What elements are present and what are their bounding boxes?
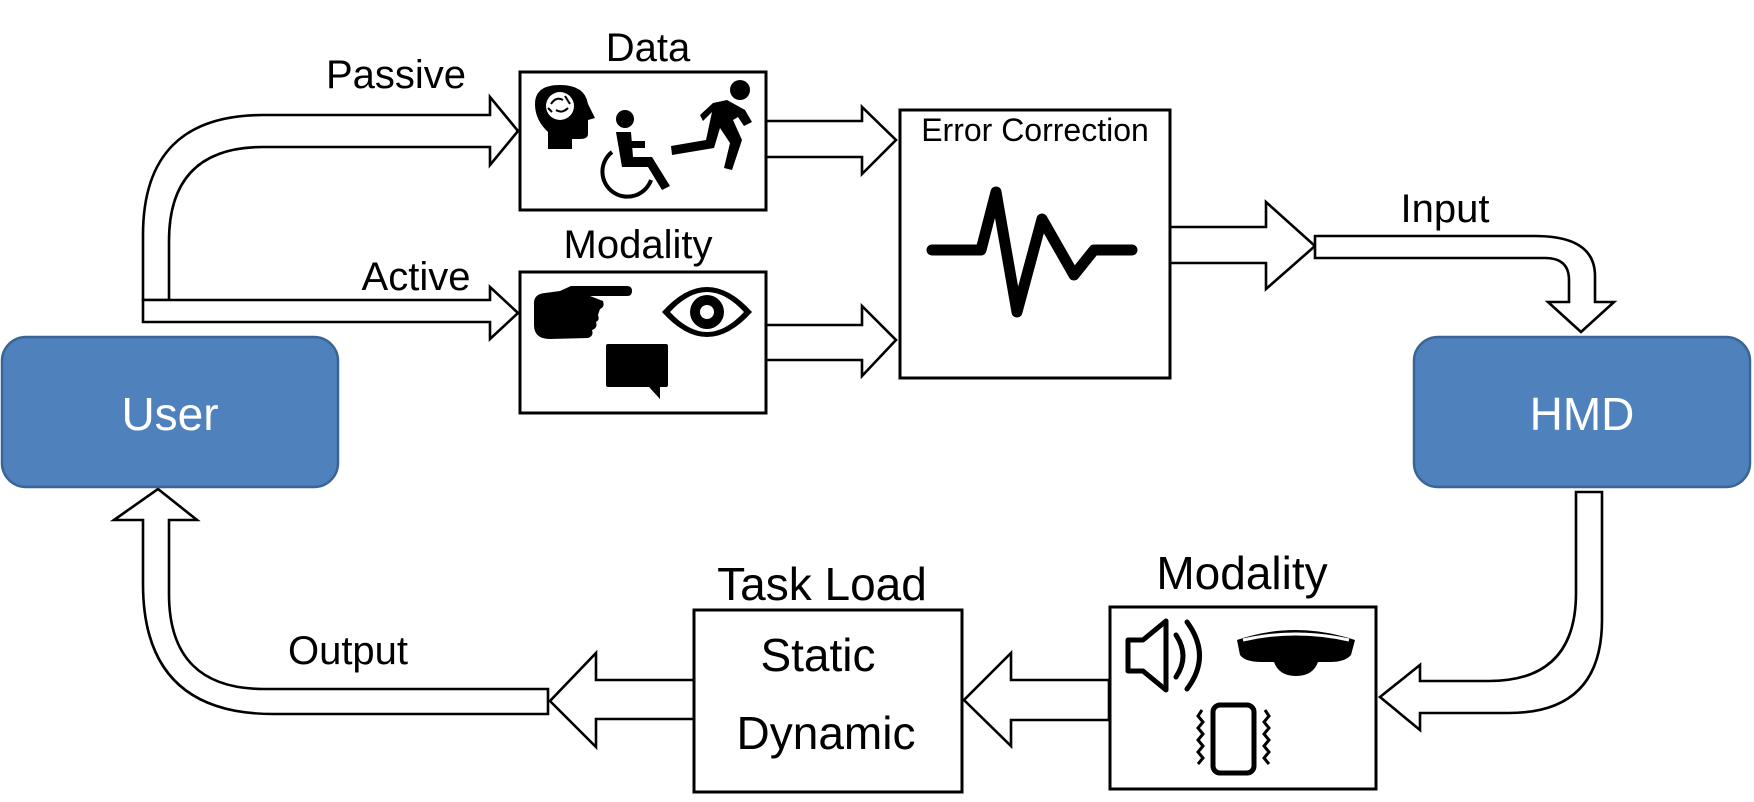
task-load-box-title: Task Load <box>717 558 927 610</box>
output-curve-arrow <box>109 487 550 716</box>
user-node-label: User <box>121 388 218 440</box>
brain-head-icon <box>535 85 595 149</box>
modality-to-taskload-arrow <box>962 649 1111 750</box>
task-load-item-dynamic: Dynamic <box>737 707 916 759</box>
input-curve-arrow <box>1313 234 1618 334</box>
output-arrow <box>548 649 697 751</box>
task-load-box <box>692 608 964 794</box>
data-to-error-arrow <box>763 103 898 178</box>
wheelchair-icon <box>600 110 670 199</box>
active-label: Active <box>362 255 471 299</box>
hmd-to-modality-arrow <box>1377 490 1604 733</box>
passive-arrow <box>141 93 520 302</box>
speech-bubble-icon <box>606 344 668 399</box>
eye-icon <box>662 287 752 337</box>
input-modality-box-title: Modality <box>564 223 713 267</box>
active-arrow <box>141 284 520 342</box>
headset-visor-icon <box>1237 630 1355 676</box>
pointing-hand-icon <box>534 286 632 339</box>
task-load-item-static: Static <box>760 629 875 681</box>
output-modality-box-title: Modality <box>1156 547 1327 599</box>
user-node <box>0 335 340 489</box>
error-correction-title: Error Correction <box>921 112 1149 148</box>
vibrating-phone-icon <box>1196 702 1271 776</box>
speaker-icon <box>1125 618 1202 693</box>
input-label: Input <box>1401 187 1490 231</box>
hmd-node <box>1412 335 1752 489</box>
input-arrow <box>1168 199 1317 292</box>
signal-waveform-icon <box>926 186 1138 318</box>
data-box-title: Data <box>606 26 691 70</box>
output-label: Output <box>288 629 408 673</box>
passive-label: Passive <box>326 53 466 97</box>
running-person-icon <box>671 80 752 170</box>
hmd-node-label: HMD <box>1530 388 1635 440</box>
modality-to-error-arrow <box>763 302 898 380</box>
